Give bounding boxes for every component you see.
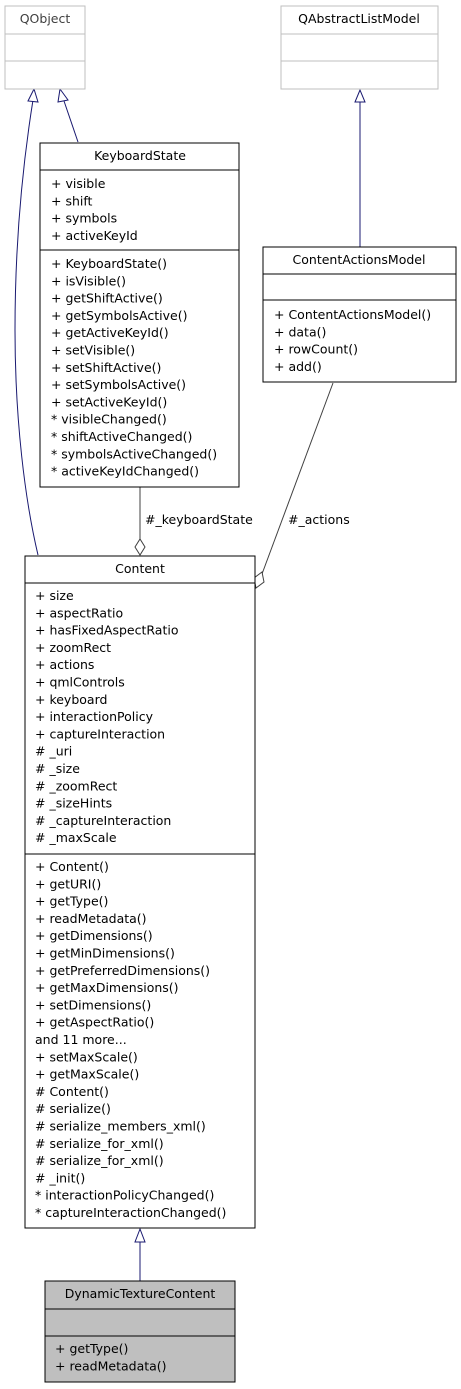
keyboardstate-method: + isVisible(): [51, 273, 126, 288]
content-method: + getAspectRatio(): [35, 1015, 154, 1030]
keyboardstate-method: + setActiveKeyId(): [51, 394, 167, 409]
content-method: + Content(): [35, 859, 109, 874]
class-contentactionsmodel-methods: + ContentActionsModel() + data() + rowCoun…: [274, 307, 431, 374]
content-attribute: + actions: [35, 657, 94, 672]
keyboardstate-method: + setVisible(): [51, 343, 135, 358]
class-content-title: Content: [115, 561, 165, 576]
content-method: + getMaxDimensions(): [35, 980, 179, 995]
keyboardstate-method: + setShiftActive(): [51, 360, 161, 375]
class-qobject[interactable]: QObject: [4, 5, 86, 90]
class-contentactionsmodel-title: ContentActionsModel: [293, 252, 426, 267]
keyboardstate-method: + KeyboardState(): [51, 256, 167, 271]
content-attribute: + keyboard: [35, 692, 107, 707]
content-attribute: + interactionPolicy: [35, 709, 154, 724]
keyboardstate-attribute: + activeKeyId: [51, 228, 138, 243]
content-method: # serialize_for_xml(): [35, 1136, 164, 1151]
class-dynamictexturecontent-methods: + getType() + readMetadata(): [55, 1341, 167, 1373]
class-contentactionsmodel[interactable]: ContentActionsModel + ContentActionsMode…: [262, 246, 457, 383]
arrowhead-keyboardstate-qobject: [57, 87, 69, 103]
class-qabstractlistmodel-title: QAbstractListModel: [298, 11, 420, 26]
keyboardstate-attribute: + shift: [51, 193, 93, 208]
content-method: + setDimensions(): [35, 997, 151, 1012]
contentactionsmodel-method: + rowCount(): [274, 342, 358, 357]
dynamictexturecontent-method: + readMetadata(): [55, 1358, 167, 1373]
content-attribute: + aspectRatio: [35, 605, 123, 620]
content-method: # serialize(): [35, 1101, 111, 1116]
contentactionsmodel-method: + ContentActionsModel(): [274, 307, 431, 322]
class-keyboardstate[interactable]: KeyboardState + visible+ shift+ symbols+…: [39, 142, 240, 488]
keyboardstate-method: * shiftActiveChanged(): [51, 429, 192, 444]
edge-content-inherits-qobject: [14, 99, 39, 556]
class-qobject-title: QObject: [20, 11, 71, 26]
keyboardstate-method: * visibleChanged(): [51, 412, 167, 427]
content-method: + getPreferredDimensions(): [35, 963, 210, 978]
content-attribute: # _captureInteraction: [35, 813, 171, 828]
keyboardstate-method: * symbolsActiveChanged(): [51, 446, 217, 461]
content-attribute: + qmlControls: [35, 675, 125, 690]
content-attribute: # _uri: [35, 744, 72, 759]
class-dynamictexturecontent-title: DynamicTextureContent: [65, 1286, 216, 1301]
content-method: # serialize_for_xml(): [35, 1153, 164, 1168]
class-qabstractlistmodel[interactable]: QAbstractListModel: [280, 5, 439, 90]
content-attribute: + hasFixedAspectRatio: [35, 623, 179, 638]
content-method: # _init(): [35, 1170, 85, 1185]
edge-label-actions: #_actions: [288, 512, 350, 527]
keyboardstate-method: + getShiftActive(): [51, 291, 163, 306]
keyboardstate-method: * activeKeyIdChanged(): [51, 464, 199, 479]
arrowhead-cam-qalm: [354, 88, 366, 103]
keyboardstate-method: + getActiveKeyId(): [51, 325, 169, 340]
edge-label-keyboardstate: #_keyboardState: [145, 512, 253, 527]
content-attribute: # _sizeHints: [35, 796, 112, 811]
content-attribute: + size: [35, 588, 74, 603]
class-keyboardstate-methods: + KeyboardState() + isVisible() + getShift…: [51, 256, 217, 479]
content-method: + getDimensions(): [35, 928, 153, 943]
edge-keyboardstate-inherits-qobject: [63, 100, 79, 143]
arrowhead-content-qobject: [27, 87, 39, 103]
content-method: * interactionPolicyChanged(): [35, 1188, 214, 1203]
contentactionsmodel-method: + data(): [274, 324, 326, 339]
content-method: and 11 more...: [35, 1032, 127, 1047]
class-content-methods: + Content() + getURI() + getType() + readMe…: [35, 859, 226, 1220]
keyboardstate-method: + getSymbolsActive(): [51, 308, 187, 323]
class-keyboardstate-title: KeyboardState: [94, 148, 186, 163]
content-method: # Content(): [35, 1084, 109, 1099]
content-attribute: # _maxScale: [35, 830, 117, 845]
content-method: + getMaxScale(): [35, 1067, 139, 1082]
keyboardstate-attribute: + symbols: [51, 211, 117, 226]
arrowhead-dtc-content: [134, 1227, 146, 1243]
content-attribute: + zoomRect: [35, 640, 111, 655]
diamond-keyboardstate: [134, 538, 146, 556]
class-dynamictexturecontent[interactable]: DynamicTextureContent + getType() + readM…: [44, 1280, 236, 1383]
content-method: * captureInteractionChanged(): [35, 1205, 226, 1220]
content-method: + getMinDimensions(): [35, 946, 175, 961]
class-content-attributes: + size + aspectRatio + hasFixedAspectRatio…: [35, 588, 179, 845]
dynamictexturecontent-method: + getType(): [55, 1341, 128, 1356]
edge-actions-aggregation: [261, 382, 334, 575]
content-method: + readMetadata(): [35, 911, 147, 926]
content-attribute: # _zoomRect: [35, 778, 117, 793]
content-attribute: + captureInteraction: [35, 726, 165, 741]
class-keyboardstate-attributes: + visible + shift + symbols + activeKeyId: [51, 176, 138, 243]
content-method: + setMaxScale(): [35, 1049, 138, 1064]
content-method: + getType(): [35, 894, 108, 909]
content-method: # serialize_members_xml(): [35, 1119, 206, 1134]
content-attribute: # _size: [35, 761, 80, 776]
keyboardstate-attribute: + visible: [51, 176, 106, 191]
class-content[interactable]: Content + size + aspectRatio + hasFixedAsp…: [24, 555, 256, 1229]
contentactionsmodel-method: + add(): [274, 359, 322, 374]
keyboardstate-method: + setSymbolsActive(): [51, 377, 186, 392]
content-method: + getURI(): [35, 876, 101, 891]
